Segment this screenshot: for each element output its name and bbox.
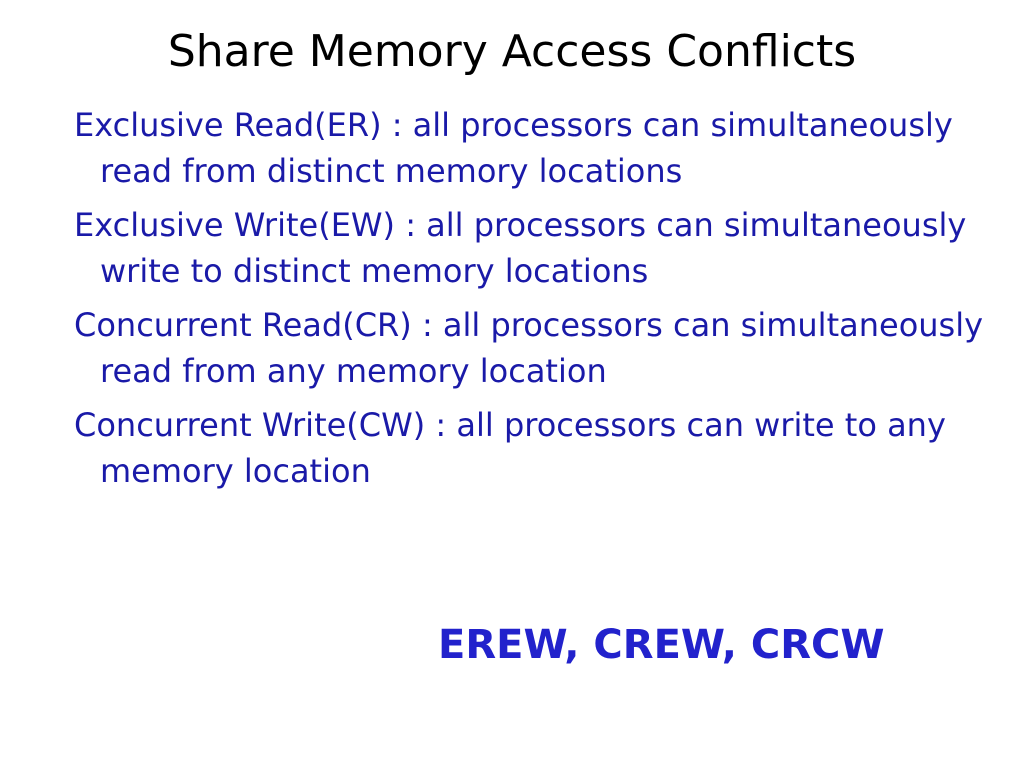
bullet-list: Exclusive Read(ER) : all processors can … [74, 102, 994, 502]
bullet-concurrent-write: Concurrent Write(CW) : all processors ca… [74, 406, 946, 490]
bullet-concurrent-read: Concurrent Read(CR) : all processors can… [74, 306, 984, 390]
bullet-exclusive-write: Exclusive Write(EW) : all processors can… [74, 206, 967, 290]
slide-title: Share Memory Access Conflicts [167, 26, 857, 77]
bullet-exclusive-read: Exclusive Read(ER) : all processors can … [74, 106, 953, 190]
model-summary: EREW, CREW, CRCW [438, 622, 885, 668]
